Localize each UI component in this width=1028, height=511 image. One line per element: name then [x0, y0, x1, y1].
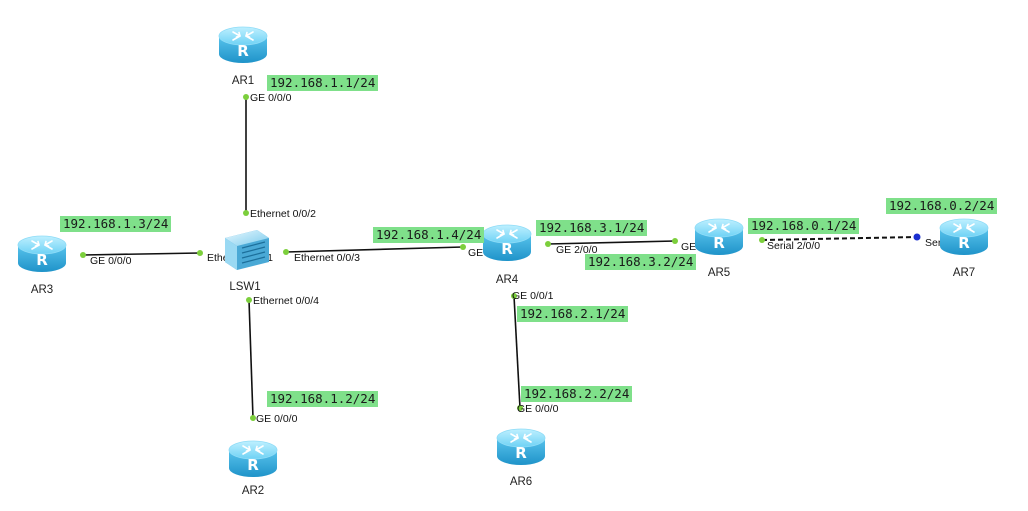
svg-text:R: R	[237, 42, 249, 60]
port-dot-ar2[interactable]	[250, 415, 256, 421]
router-icon: R	[228, 440, 278, 477]
ip-label-background	[60, 216, 171, 232]
svg-text:R: R	[501, 240, 513, 258]
router-icon: R	[17, 235, 67, 272]
router-ar7[interactable]: R AR7	[939, 218, 989, 279]
ip-address-label-ar4: 192.168.2.1/24	[517, 306, 628, 322]
router-ar5[interactable]: R AR5	[694, 218, 744, 279]
svg-text:R: R	[958, 234, 970, 252]
router-icon: R	[482, 224, 532, 261]
device-label: AR1	[232, 75, 254, 87]
ip-address-label-ar3: 192.168.1.3/24	[60, 216, 171, 232]
port-label-lsw1: Ethernet 0/0/4	[253, 295, 319, 307]
device-label: AR5	[708, 267, 730, 279]
port-label-ar5: Serial 2/0/0	[767, 240, 820, 252]
svg-text:R: R	[515, 444, 527, 462]
port-dot-ar7[interactable]	[913, 233, 921, 241]
device-label: LSW1	[229, 281, 260, 293]
device-label: AR6	[510, 476, 532, 488]
ip-label-background	[748, 218, 859, 234]
router-ar1[interactable]: R AR1	[218, 26, 268, 87]
router-icon: R	[694, 218, 744, 255]
port-dot-ar5[interactable]	[672, 238, 678, 244]
switch-lsw1[interactable]: LSW1	[225, 230, 269, 293]
ip-label-background	[267, 75, 378, 91]
ip-address-label-ar4: 192.168.1.4/24	[373, 227, 484, 243]
ip-address-label-ar2: 192.168.1.2/24	[267, 391, 378, 407]
device-label: AR4	[496, 274, 519, 286]
port-dot-lsw1[interactable]	[283, 249, 289, 255]
device-label: AR2	[242, 485, 264, 497]
link-ar4-ar5[interactable]	[547, 240, 676, 245]
port-label-ar3: GE 0/0/0	[90, 255, 132, 267]
ip-address-label-ar5: 192.168.3.2/24	[585, 254, 696, 270]
svg-text:R: R	[36, 251, 48, 269]
ip-label-background	[517, 306, 628, 322]
router-ar4[interactable]: R AR4	[482, 224, 532, 286]
svg-text:R: R	[713, 234, 725, 252]
ip-address-text: 192.168.2.2/24	[524, 386, 629, 401]
ip-address-label-ar4: 192.168.3.1/24	[536, 220, 647, 236]
port-dot-ar6[interactable]	[517, 405, 523, 411]
device-label: AR7	[953, 267, 975, 279]
port-dot-lsw1[interactable]	[243, 210, 249, 216]
ip-address-text: 192.168.0.1/24	[751, 218, 856, 233]
ip-label-background	[886, 198, 997, 214]
router-ar2[interactable]: R AR2	[228, 440, 278, 497]
switch-icon	[225, 230, 269, 270]
ip-address-text: 192.168.0.2/24	[889, 198, 994, 213]
port-dot-lsw1[interactable]	[197, 250, 203, 256]
ip-address-text: 192.168.2.1/24	[520, 306, 625, 321]
ip-address-text: 192.168.3.2/24	[588, 254, 693, 269]
port-dot-ar3[interactable]	[80, 252, 86, 258]
port-dot-ar4[interactable]	[545, 241, 551, 247]
port-label-ar1: GE 0/0/0	[250, 92, 292, 104]
ip-address-label-ar7: 192.168.0.2/24	[886, 198, 997, 214]
ip-address-text: 192.168.1.4/24	[376, 227, 481, 242]
ip-address-text: 192.168.1.3/24	[63, 216, 168, 231]
router-ar3[interactable]: R AR3	[17, 235, 67, 296]
ip-label-background	[521, 386, 632, 402]
svg-text:R: R	[247, 456, 259, 474]
ip-label-background	[585, 254, 696, 270]
port-label-lsw1: Ethernet 0/0/2	[250, 208, 316, 220]
ip-label-background	[373, 227, 484, 243]
ip-label-background	[267, 391, 378, 407]
port-label-ar2: GE 0/0/0	[256, 413, 298, 425]
ip-label-background	[536, 220, 647, 236]
ip-address-text: 192.168.1.1/24	[270, 75, 375, 90]
link-lsw1-ar2[interactable]	[248, 299, 254, 419]
port-dot-ar4[interactable]	[511, 293, 517, 299]
router-icon: R	[939, 218, 989, 255]
link-ar5-ar7[interactable]	[761, 236, 918, 241]
ip-address-text: 192.168.1.2/24	[270, 391, 375, 406]
device-label: AR3	[31, 284, 53, 296]
ip-address-label-ar6: 192.168.2.2/24	[521, 386, 632, 402]
ip-address-label-ar1: 192.168.1.1/24	[267, 75, 378, 91]
port-dot-ar1[interactable]	[243, 94, 249, 100]
router-ar6[interactable]: R AR6	[496, 428, 546, 488]
link-ar4-ar6[interactable]	[513, 295, 521, 409]
port-label-ar4: GE 2/0/0	[556, 244, 598, 256]
link-lsw1-ar4[interactable]	[285, 246, 464, 253]
port-label-ar4: GE 0/0/1	[512, 290, 554, 302]
port-dot-ar5[interactable]	[759, 237, 765, 243]
ip-address-label-ar5: 192.168.0.1/24	[748, 218, 859, 234]
port-label-lsw1: Ethernet 0/0/3	[294, 252, 360, 264]
router-icon: R	[496, 428, 546, 465]
port-label-ar6: GE 0/0/0	[517, 403, 559, 415]
router-icon: R	[218, 26, 268, 63]
port-dot-ar4[interactable]	[460, 244, 466, 250]
ip-address-text: 192.168.3.1/24	[539, 220, 644, 235]
link-ar3-lsw1[interactable]	[82, 252, 201, 256]
port-dot-lsw1[interactable]	[246, 297, 252, 303]
